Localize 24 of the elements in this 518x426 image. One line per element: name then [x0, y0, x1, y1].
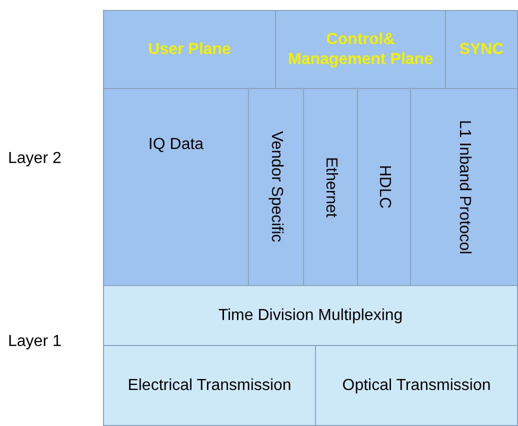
protocol-layer-block: [303, 88, 358, 286]
plane-header-block: [275, 10, 446, 89]
layer-name: Layer 1: [8, 333, 62, 351]
layer-label: Optical Transmission: [342, 376, 491, 396]
layer-label: Time Division Multiplexing: [218, 306, 403, 326]
plane-title: User Plane: [148, 40, 231, 60]
layer-label: Vendor Specific: [267, 131, 286, 243]
protocol-layer-block: [315, 345, 518, 426]
plane-header-block: [103, 10, 276, 89]
protocol-layer-block: [103, 345, 316, 426]
protocol-layer-block: [248, 88, 304, 286]
plane-title: SYNC: [459, 40, 504, 60]
layer-label: L1 Inband Protocol: [455, 120, 474, 254]
protocol-layer-block: [357, 88, 411, 286]
layer-name: Layer 2: [8, 150, 62, 168]
layer-label: IQ Data: [148, 135, 204, 155]
layer-label: Electrical Transmission: [128, 376, 292, 396]
protocol-layer-block: [103, 88, 249, 286]
protocol-layer-block: [103, 285, 518, 346]
protocol-layer-block: [410, 88, 518, 286]
layer-label: HDLC: [375, 165, 394, 209]
plane-title: Control& Management Plane: [287, 30, 434, 70]
plane-header-block: [445, 10, 518, 89]
layer-label: Ethernet: [322, 156, 340, 218]
